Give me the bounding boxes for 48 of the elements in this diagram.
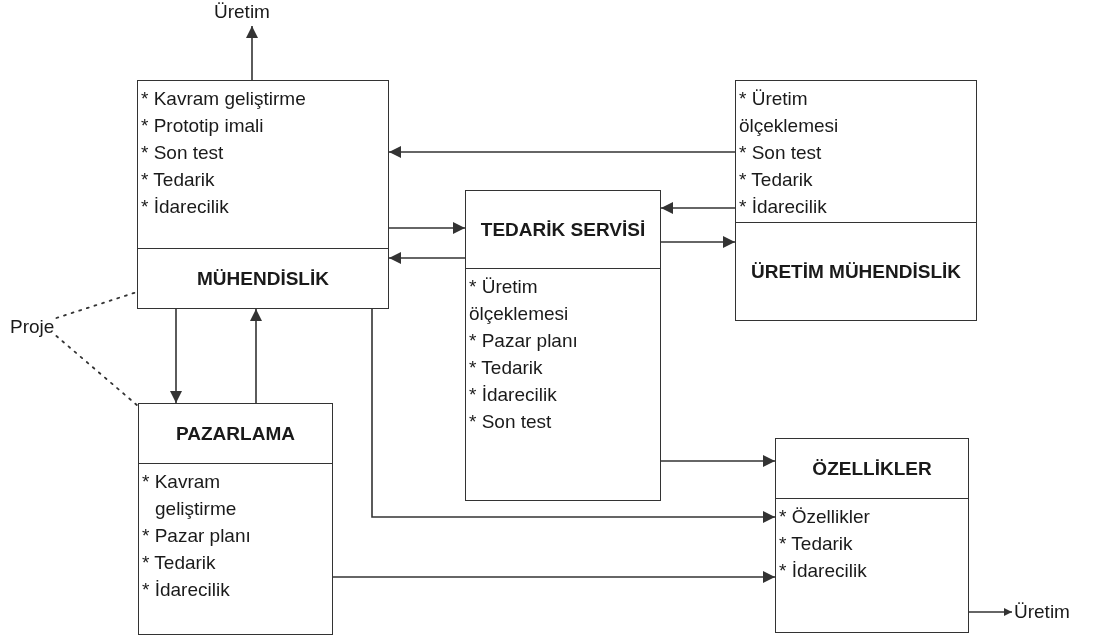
list-item: * Tedarik xyxy=(739,168,814,192)
arrow xyxy=(250,308,262,404)
box-heading: ÖZELLİKLER xyxy=(812,456,932,481)
list-item: * Tedarik xyxy=(469,356,544,380)
box-heading: MÜHENDİSLİK xyxy=(197,266,329,291)
list-item: * İdarecilik xyxy=(739,195,828,219)
box-heading: PAZARLAMA xyxy=(176,421,295,446)
text-label: Üretim xyxy=(212,0,272,26)
process-box xyxy=(465,190,661,501)
process-box xyxy=(775,438,969,633)
process-box xyxy=(735,80,977,321)
list-item: * Üretim ölçeklemesi xyxy=(469,275,570,326)
arrow xyxy=(968,608,1013,616)
list-item: * Kavram geliştirme xyxy=(141,87,307,111)
list-item: * İdarecilik xyxy=(779,559,868,583)
arrow xyxy=(388,146,736,158)
box-heading: TEDARİK SERVİSİ xyxy=(480,217,646,242)
list-item: * Pazar planı xyxy=(469,329,579,353)
list-item: * Tedarik xyxy=(141,168,216,192)
dotted-line xyxy=(55,291,138,319)
arrow xyxy=(660,236,736,248)
arrow xyxy=(660,202,736,214)
arrow xyxy=(388,222,466,234)
process-box xyxy=(138,403,333,635)
list-item: * İdarecilik xyxy=(142,578,231,602)
text-label: Üretim xyxy=(1012,600,1072,626)
dotted-line xyxy=(55,335,139,407)
list-item: * Pazar planı xyxy=(142,524,252,548)
arrow xyxy=(246,25,258,81)
list-item: * Tedarik xyxy=(142,551,217,575)
box-heading: ÜRETİM MÜHENDİSLİK xyxy=(750,259,962,284)
list-item: * Kavram geliştirme xyxy=(142,470,238,521)
list-item: * Son test xyxy=(739,141,823,165)
list-item: * Prototip imali xyxy=(141,114,265,138)
list-item: * Son test xyxy=(469,410,553,434)
list-item: * Üretim ölçeklemesi xyxy=(739,87,840,138)
arrow xyxy=(332,571,776,583)
arrow xyxy=(660,455,776,467)
process-box xyxy=(137,80,389,309)
arrow xyxy=(371,308,776,523)
text-label: Proje xyxy=(8,315,57,341)
arrow xyxy=(170,308,182,404)
list-item: * Son test xyxy=(141,141,225,165)
list-item: * İdarecilik xyxy=(141,195,230,219)
list-item: * İdarecilik xyxy=(469,383,558,407)
arrow xyxy=(388,252,466,264)
list-item: * Özellikler xyxy=(779,505,871,529)
list-item: * Tedarik xyxy=(779,532,854,556)
